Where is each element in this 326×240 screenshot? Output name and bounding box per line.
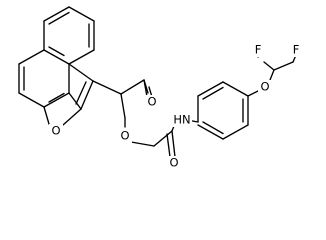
bond xyxy=(75,81,87,105)
bond xyxy=(120,93,126,119)
bond xyxy=(197,81,224,97)
structure-canvas: O O O O HN O F F xyxy=(18,6,303,170)
bond xyxy=(43,106,50,125)
bond xyxy=(18,49,45,65)
bond xyxy=(197,124,224,140)
fluorine-left-label: F xyxy=(255,43,262,57)
bond xyxy=(43,6,70,22)
bond xyxy=(130,141,155,147)
fluorine-right-label: F xyxy=(293,43,300,57)
bond xyxy=(166,133,171,158)
bond xyxy=(222,124,249,140)
bond xyxy=(202,86,224,100)
bond xyxy=(171,130,176,158)
bond xyxy=(68,63,94,82)
bond xyxy=(48,11,70,25)
bond xyxy=(68,49,95,65)
bond xyxy=(43,49,70,65)
amide-nitrogen-label: HN xyxy=(173,113,190,127)
molecule-drawing: O O O O HN O F F xyxy=(18,6,303,170)
bond xyxy=(80,80,94,110)
bond xyxy=(43,92,70,108)
bond xyxy=(222,81,249,97)
bond xyxy=(273,61,294,71)
bonds xyxy=(18,6,297,158)
bond xyxy=(202,121,224,135)
bond xyxy=(143,79,149,94)
bond xyxy=(62,108,82,126)
ester-ether-oxygen-label: O xyxy=(120,129,129,143)
amide-carbonyl-oxygen-label: O xyxy=(169,156,178,170)
ester-carbonyl-oxygen-label: O xyxy=(147,95,156,109)
bond xyxy=(269,69,275,81)
bond xyxy=(48,46,65,57)
bond xyxy=(18,92,45,108)
furan-oxygen-label: O xyxy=(51,124,60,138)
aryl-ether-oxygen-label: O xyxy=(260,80,269,94)
bond xyxy=(120,79,145,95)
bond xyxy=(153,130,173,147)
bond xyxy=(68,6,95,22)
bond xyxy=(263,61,275,71)
bond xyxy=(92,80,122,95)
bond xyxy=(48,92,65,103)
atom-labels: O O O O HN O F F xyxy=(49,43,303,170)
bond xyxy=(68,92,82,110)
